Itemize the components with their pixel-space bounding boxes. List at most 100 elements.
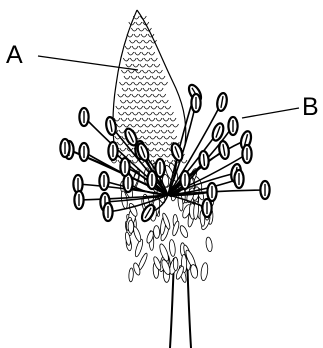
bud-scale — [117, 142, 123, 145]
bud-scale — [165, 106, 171, 109]
floret — [132, 226, 142, 243]
bud-scale — [142, 118, 148, 121]
bud-scale — [135, 118, 141, 121]
label-line-b — [242, 108, 299, 118]
anther — [207, 183, 216, 201]
bud-scale — [128, 70, 134, 73]
bud-scale — [152, 124, 158, 127]
bud-scale — [121, 70, 127, 73]
bud-scale — [130, 58, 136, 61]
label-b: B — [302, 93, 319, 121]
bud-scale — [159, 124, 165, 127]
bud-scale — [143, 136, 149, 139]
bud-scale — [154, 130, 160, 133]
bud-scale — [159, 76, 165, 79]
bud-scale — [132, 112, 138, 115]
floret — [179, 225, 189, 239]
bud-scale — [125, 94, 131, 97]
bud-scale — [120, 100, 126, 103]
anther — [147, 171, 156, 189]
bud-scale — [155, 148, 161, 151]
bud-scale — [148, 100, 154, 103]
bud-scale — [149, 52, 155, 55]
bud-scale — [142, 70, 148, 73]
bud-scale — [155, 82, 161, 85]
bud-scale — [124, 76, 130, 79]
bud-scale — [160, 112, 166, 115]
bud-scale — [119, 130, 125, 133]
bud-scale — [162, 82, 168, 85]
bud-scale — [164, 136, 170, 139]
anther — [105, 116, 117, 135]
anther — [216, 92, 228, 111]
bud-scale — [139, 94, 145, 97]
bud-scale — [120, 148, 126, 151]
bud-scale — [148, 148, 154, 151]
bud-scale — [143, 88, 149, 91]
anther — [108, 142, 117, 160]
bud-scale — [144, 40, 150, 43]
bud-scale — [150, 136, 156, 139]
floret — [205, 237, 213, 252]
bud-scale — [148, 82, 154, 85]
bud-scale — [149, 118, 155, 121]
bud-scale — [131, 76, 137, 79]
floret — [171, 220, 180, 236]
bud-scale — [136, 88, 142, 91]
bud-scale — [125, 46, 131, 49]
bud-scale — [116, 106, 122, 109]
bud-scale — [138, 124, 144, 127]
bud-scale — [145, 124, 151, 127]
bud-scale — [173, 124, 179, 127]
bud-scale — [158, 106, 164, 109]
bud-scale — [150, 88, 156, 91]
floret — [153, 225, 160, 238]
bud-scale — [139, 112, 145, 115]
bud-scale — [134, 100, 140, 103]
bud-scale — [125, 112, 131, 115]
bud-scale — [139, 46, 145, 49]
bud-scale — [168, 130, 174, 133]
bud-scale — [128, 118, 134, 121]
bud-scale — [138, 76, 144, 79]
bud-scale — [137, 58, 143, 61]
floret — [129, 268, 134, 282]
bud-scale — [126, 64, 132, 67]
anther — [155, 159, 164, 177]
anther — [99, 172, 108, 190]
bud-scale — [129, 88, 135, 91]
bud-scale — [135, 70, 141, 73]
bud-scale — [134, 34, 140, 37]
anther — [234, 170, 243, 188]
bud-scale — [151, 58, 157, 61]
bud-scale — [147, 64, 153, 67]
bud-scale — [161, 130, 167, 133]
anther — [170, 142, 185, 162]
bud-scale — [140, 64, 146, 67]
bud-scale — [127, 82, 133, 85]
bud-scale — [171, 136, 177, 139]
anther — [180, 171, 189, 189]
bud-scale — [152, 142, 158, 145]
anther — [228, 117, 237, 135]
bud-scale — [123, 58, 129, 61]
bud-scale — [132, 160, 138, 163]
bud-scale — [140, 130, 146, 133]
bud-scale — [154, 64, 160, 67]
bud-scale — [117, 124, 123, 127]
anther — [103, 203, 112, 221]
bud-scale — [160, 94, 166, 97]
floret — [158, 243, 170, 262]
bud-scale — [130, 106, 136, 109]
bud-scale — [128, 52, 134, 55]
bud-scale — [157, 88, 163, 91]
bud-scale — [153, 112, 159, 115]
bud-scale — [118, 94, 124, 97]
bud-scale — [149, 70, 155, 73]
anther — [218, 140, 230, 159]
bud-scale — [167, 160, 173, 163]
bud-scale — [157, 154, 163, 157]
floret — [169, 239, 176, 256]
anther — [60, 139, 69, 157]
